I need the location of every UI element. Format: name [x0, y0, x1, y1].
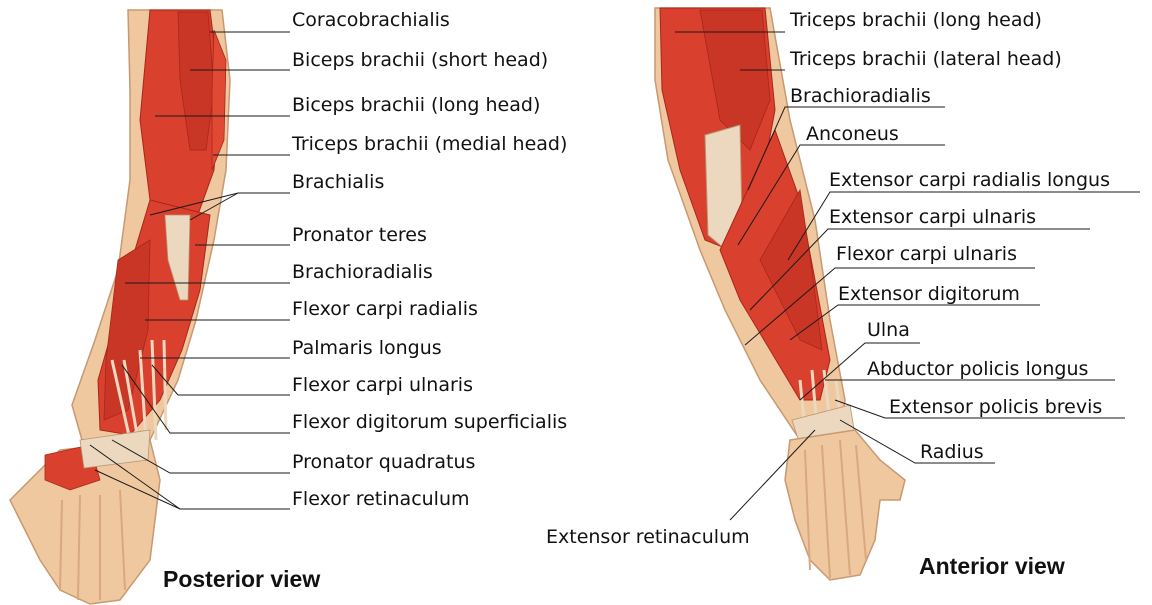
label-flexor-carpi-ulnaris-posterior: Flexor carpi ulnaris [292, 374, 473, 396]
posterior-arm-illustration [10, 10, 230, 604]
label-extensor-carpi-ulnaris: Extensor carpi ulnaris [829, 206, 1036, 228]
label-radius: Radius [920, 441, 984, 463]
label-biceps-short-head: Biceps brachii (short head) [292, 49, 548, 71]
label-extensor-policis-brevis: Extensor policis brevis [889, 396, 1102, 418]
label-anconeus: Anconeus [806, 123, 899, 145]
label-brachioradialis-posterior: Brachioradialis [292, 261, 433, 283]
label-flexor-retinaculum: Flexor retinaculum [292, 488, 470, 510]
label-abductor-policis-longus: Abductor policis longus [867, 358, 1088, 380]
posterior-view-caption: Posterior view [163, 566, 320, 593]
label-flexor-digitorum-superficialis: Flexor digitorum superficialis [292, 411, 567, 433]
label-palmaris-longus: Palmaris longus [292, 337, 442, 359]
anterior-view-caption: Anterior view [919, 553, 1065, 580]
label-extensor-carpi-radialis-longus: Extensor carpi radialis longus [829, 169, 1110, 191]
label-pronator-quadratus: Pronator quadratus [292, 451, 475, 473]
label-ulna: Ulna [867, 319, 910, 341]
label-brachioradialis-anterior: Brachioradialis [790, 85, 931, 107]
label-flexor-carpi-ulnaris-anterior: Flexor carpi ulnaris [836, 243, 1017, 265]
label-extensor-retinaculum: Extensor retinaculum [546, 526, 750, 548]
label-extensor-digitorum: Extensor digitorum [838, 283, 1020, 305]
label-triceps-lateral-head: Triceps brachii (lateral head) [790, 48, 1062, 70]
label-coracobrachialis: Coracobrachialis [292, 9, 450, 31]
label-flexor-carpi-radialis: Flexor carpi radialis [292, 298, 478, 320]
label-brachialis: Brachialis [292, 171, 384, 193]
label-pronator-teres: Pronator teres [292, 224, 427, 246]
label-biceps-long-head: Biceps brachii (long head) [292, 94, 540, 116]
label-triceps-medial-head: Triceps brachii (medial head) [292, 133, 567, 155]
label-triceps-long-head: Triceps brachii (long head) [790, 9, 1042, 31]
